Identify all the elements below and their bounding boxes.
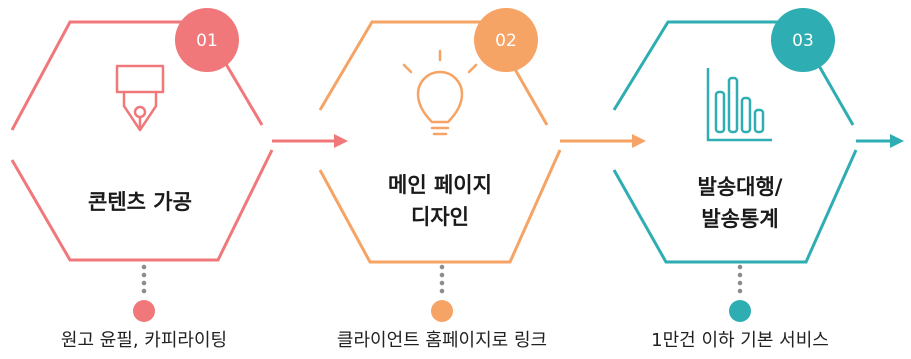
step-1-hexagon-tick bbox=[224, 63, 264, 126]
step-2-hexagon-upper bbox=[318, 20, 490, 111]
step-3-hexagon-lower bbox=[612, 149, 858, 264]
step-2: 02 메인 페이지 디자인 클라이언트 홈페이지로 링크 bbox=[318, 8, 646, 351]
step-3-marker-dot bbox=[729, 300, 751, 322]
step-2-number: 02 bbox=[495, 31, 517, 51]
step-2-description: 클라이언트 홈페이지로 링크 bbox=[337, 330, 547, 351]
step-1-connector-arrow bbox=[272, 134, 348, 148]
step-1-number: 01 bbox=[196, 31, 218, 51]
step-1-number-badge bbox=[175, 8, 239, 72]
step-2-dotted-leader bbox=[439, 264, 445, 294]
step-3: 03 발송대행/ 발송통계 1만건 이하 기본 서비스 bbox=[612, 8, 904, 351]
step-2-title-line-2: 디자인 bbox=[411, 205, 469, 229]
bar-chart-icon bbox=[706, 68, 772, 142]
step-2-connector-arrow bbox=[560, 134, 646, 148]
step-3-hexagon-upper bbox=[612, 20, 796, 111]
light-bulb-icon bbox=[402, 49, 478, 136]
step-1-description: 원고 윤필, 카피라이팅 bbox=[61, 330, 227, 351]
step-1-title: 콘텐츠 가공 bbox=[88, 190, 192, 214]
step-2-title-line-1: 메인 페이지 bbox=[388, 173, 492, 197]
step-3-dotted-leader bbox=[737, 264, 743, 294]
step-2-marker-dot bbox=[431, 300, 453, 322]
step-1-hexagon-lower bbox=[10, 149, 274, 262]
step-2-hexagon-lower bbox=[318, 149, 562, 264]
step-1-dotted-leader bbox=[141, 264, 147, 294]
step-3-number: 03 bbox=[792, 31, 814, 51]
step-3-number-badge bbox=[771, 8, 835, 72]
step-1-hexagon-upper bbox=[10, 20, 218, 131]
step-2-number-badge bbox=[474, 8, 538, 72]
step-2-hexagon-tick bbox=[510, 63, 549, 126]
step-3-description: 1만건 이하 기본 서비스 bbox=[651, 330, 829, 351]
step-3-connector-arrow bbox=[856, 134, 904, 148]
step-1: 01 콘텐츠 가공 원고 윤필, 카피라이팅 bbox=[10, 8, 348, 351]
step-3-title-line-2: 발송통계 bbox=[701, 207, 778, 231]
step-1-marker-dot bbox=[133, 300, 155, 322]
step-3-title-line-1: 발송대행/ bbox=[698, 175, 783, 199]
step-3-hexagon-tick bbox=[816, 63, 855, 126]
fountain-pen-icon bbox=[115, 64, 165, 132]
